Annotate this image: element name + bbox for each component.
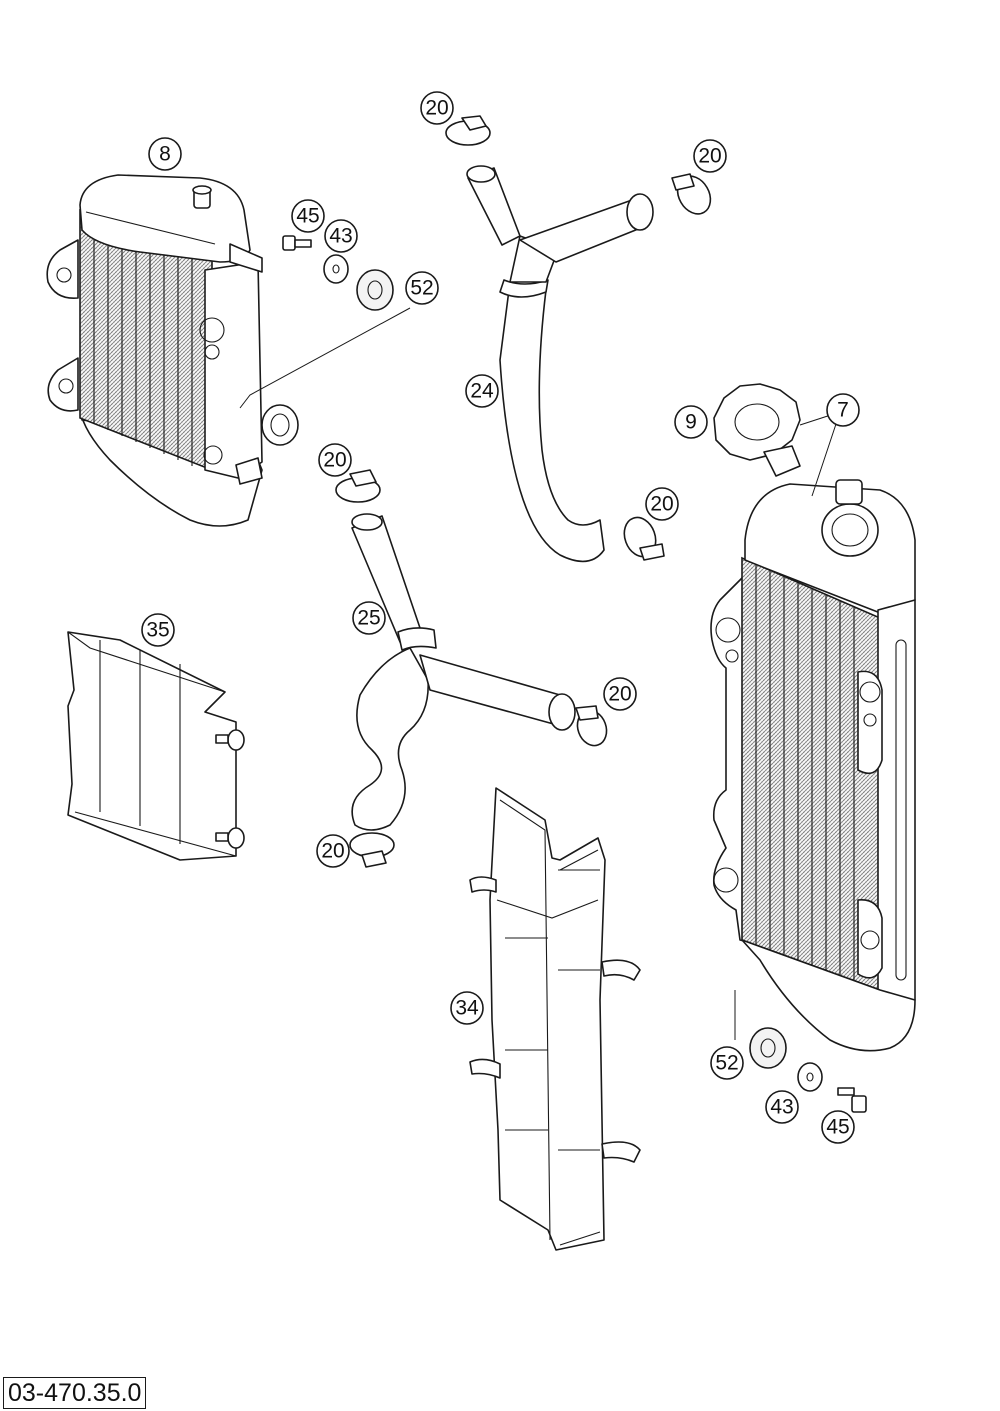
- svg-text:43: 43: [329, 225, 352, 248]
- svg-text:45: 45: [826, 1116, 849, 1139]
- callout-20: 20: [318, 443, 352, 477]
- callout-43: 43: [765, 1090, 799, 1124]
- callout-20: 20: [316, 834, 350, 868]
- rubber-grommet-icon: [356, 269, 394, 311]
- callout-45: 45: [291, 199, 325, 233]
- callout-8: 8: [148, 137, 182, 171]
- callout-52: 52: [710, 1046, 744, 1080]
- callout-35: 35: [141, 613, 175, 647]
- svg-text:20: 20: [321, 840, 344, 863]
- hose-clamp-icon: [671, 173, 712, 215]
- hose-clamp-icon: [335, 469, 381, 503]
- callout-45: 45: [821, 1110, 855, 1144]
- svg-text:8: 8: [159, 143, 171, 166]
- svg-text:20: 20: [698, 145, 721, 168]
- screw-icon: [837, 1087, 867, 1113]
- callout-20: 20: [645, 487, 679, 521]
- screw-icon: [282, 235, 312, 251]
- callout-25: 25: [352, 601, 386, 635]
- svg-text:20: 20: [608, 683, 631, 706]
- radiator-guard-35-icon: [67, 631, 245, 861]
- callout-34: 34: [450, 991, 484, 1025]
- svg-text:20: 20: [650, 493, 673, 516]
- svg-text:20: 20: [425, 97, 448, 120]
- callout-20: 20: [603, 677, 637, 711]
- callout-7: 7: [826, 393, 860, 427]
- hose-clamp-icon: [445, 115, 491, 146]
- radiator-cap-icon: [713, 383, 801, 477]
- hose-clamp-icon: [349, 832, 395, 868]
- callout-20: 20: [693, 139, 727, 173]
- hose-25-icon: [351, 513, 576, 831]
- svg-text:20: 20: [323, 449, 346, 472]
- document-number: 03-470.35.0: [3, 1377, 147, 1409]
- radiator-right-icon: [710, 479, 916, 1052]
- svg-text:43: 43: [770, 1096, 793, 1119]
- hose-24-icon: [466, 165, 654, 563]
- callout-52: 52: [405, 271, 439, 305]
- svg-text:52: 52: [410, 277, 433, 300]
- hose-clamp-icon: [575, 705, 608, 747]
- svg-text:25: 25: [357, 607, 380, 630]
- svg-text:24: 24: [470, 380, 494, 403]
- svg-text:9: 9: [685, 411, 697, 434]
- rubber-grommet-icon: [749, 1027, 787, 1069]
- callout-20: 20: [420, 91, 454, 125]
- callout-43: 43: [324, 219, 358, 253]
- svg-text:35: 35: [146, 619, 169, 642]
- svg-text:52: 52: [715, 1052, 738, 1075]
- svg-text:45: 45: [296, 205, 319, 228]
- hose-clamp-icon: [623, 516, 665, 561]
- radiator-guard-34-icon: [469, 787, 641, 1251]
- callout-24: 24: [465, 374, 499, 408]
- callout-9: 9: [674, 405, 708, 439]
- svg-text:7: 7: [837, 399, 849, 422]
- radiator-left-icon: [46, 174, 299, 527]
- svg-text:34: 34: [455, 997, 479, 1020]
- washer-icon: [323, 254, 349, 284]
- washer-icon: [797, 1062, 823, 1092]
